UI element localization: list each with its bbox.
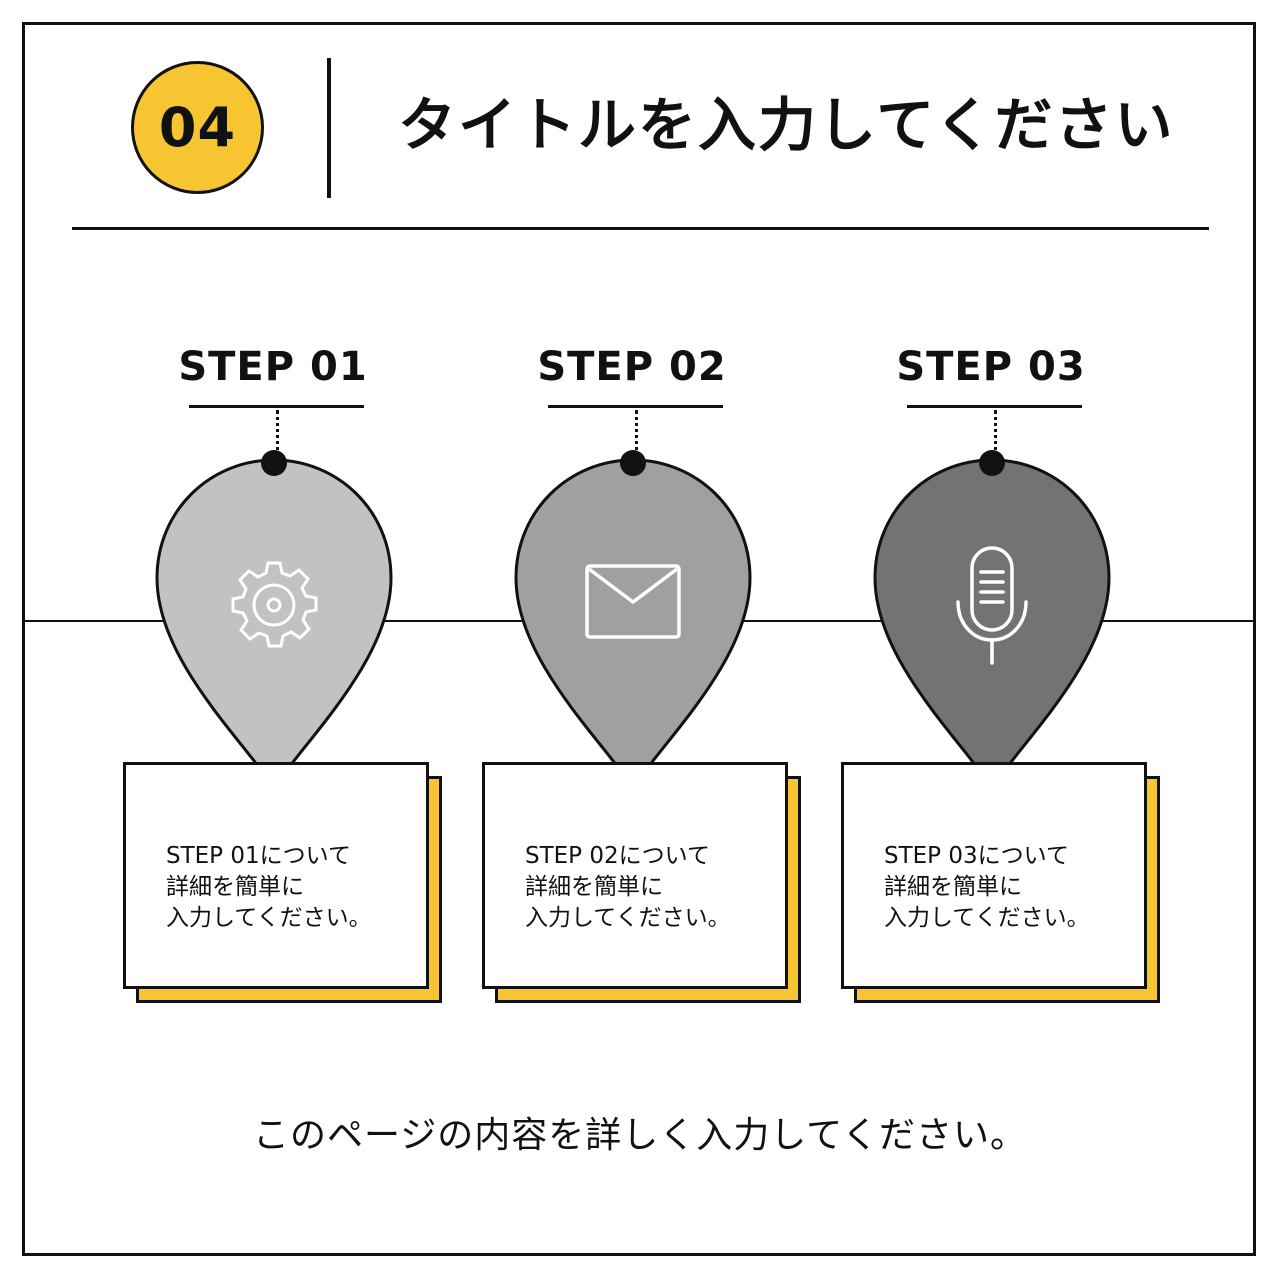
step-pin	[514, 450, 752, 791]
step-pin	[873, 450, 1111, 791]
step-card: STEP 02について 詳細を簡単に 入力してください。	[482, 762, 788, 989]
gear-icon	[231, 561, 318, 648]
step-underline	[189, 405, 364, 408]
pin-dot	[620, 450, 646, 476]
step-card: STEP 01について 詳細を簡単に 入力してください。	[123, 762, 429, 989]
header-rule	[72, 227, 1209, 230]
page-frame	[22, 22, 1256, 1256]
step-02: STEP 02 STEP 02について 詳細を簡単に 入力してください。	[452, 340, 812, 1010]
step-description: STEP 02について 詳細を簡単に 入力してください。	[525, 843, 731, 931]
page-title: タイトルを入力してください	[398, 91, 1175, 159]
step-pin	[155, 450, 393, 791]
step-connector	[994, 410, 997, 458]
pin-dot	[979, 450, 1005, 476]
section-number-badge: 04	[131, 61, 264, 194]
step-underline	[548, 405, 723, 408]
step-connector	[276, 410, 279, 458]
step-card: STEP 03について 詳細を簡単に 入力してください。	[841, 762, 1147, 989]
step-underline	[907, 405, 1082, 408]
pin-shape	[873, 458, 1111, 791]
page-description: このページの内容を詳しく入力してください。	[252, 1115, 1028, 1156]
step-01: STEP 01 STEP 01について 詳細を簡単に 入力してください。	[93, 340, 453, 1010]
pin-dot	[261, 450, 287, 476]
step-label: STEP 01	[178, 344, 368, 390]
microphone-icon	[956, 546, 1028, 665]
step-connector	[635, 410, 638, 458]
pin-shape	[514, 458, 752, 791]
step-description: STEP 01について 詳細を簡単に 入力してください。	[166, 843, 372, 931]
step-description: STEP 03について 詳細を簡単に 入力してください。	[884, 843, 1090, 931]
step-label: STEP 02	[537, 344, 727, 390]
header-divider	[327, 58, 331, 198]
envelope-icon	[585, 564, 681, 639]
step-03: STEP 03 STEP 03について 詳細を簡単に 入力してください。	[811, 340, 1171, 1010]
step-label: STEP 03	[896, 344, 1086, 390]
